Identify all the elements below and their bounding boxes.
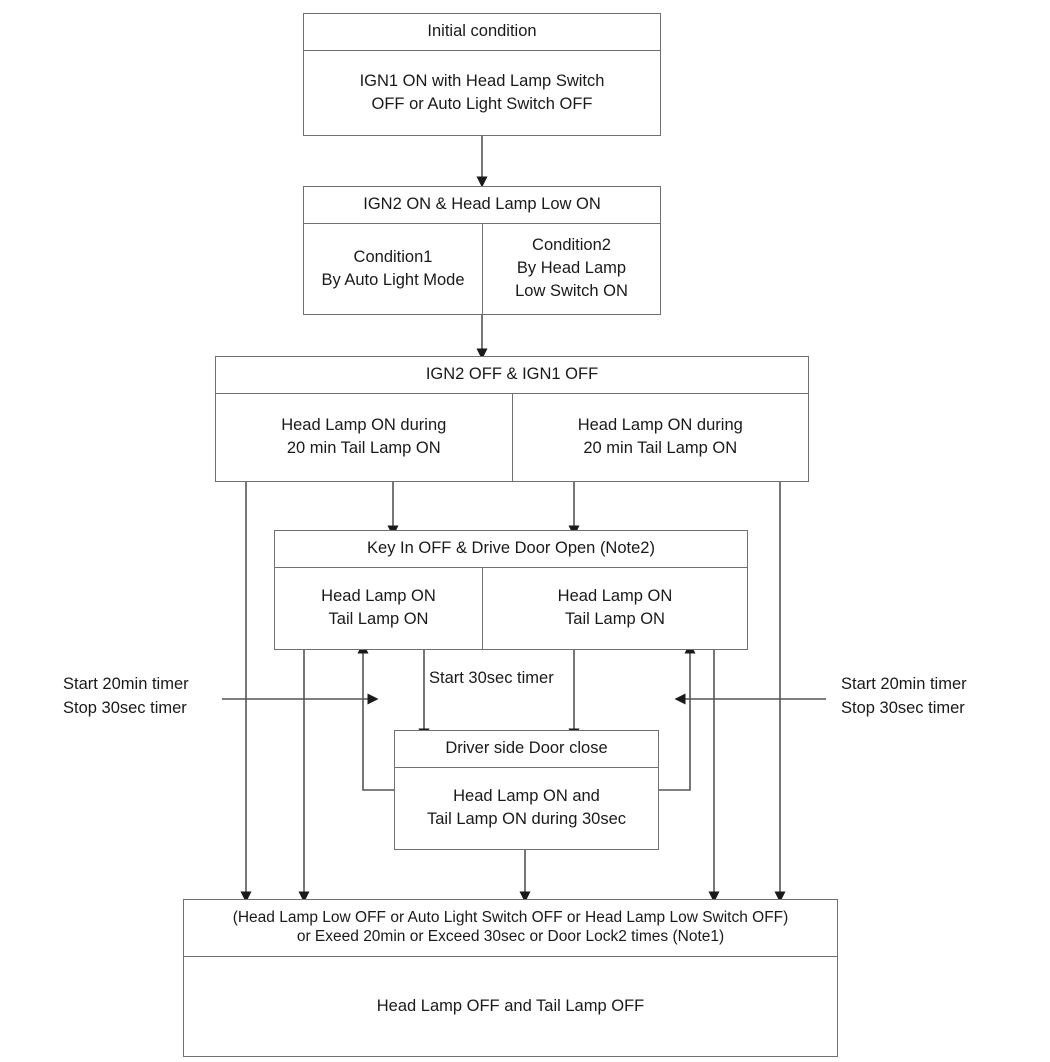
node-initial-condition-body: IGN1 ON with Head Lamp Switch OFF or Aut…: [304, 51, 660, 135]
node-initial-condition-header: Initial condition: [304, 14, 660, 51]
edge-doorclose-return-left: [357, 642, 394, 791]
node-lamps-off-cell-1: Head Lamp OFF and Tail Lamp OFF: [376, 996, 645, 1015]
node-ign2-on-body: Condition1 By Auto Light Mode Condition2…: [304, 223, 660, 314]
node-door-close-header: Driver side Door close: [395, 731, 658, 768]
node-lamps-off[interactable]: (Head Lamp Low OFF or Auto Light Switch …: [183, 899, 838, 1057]
node-ign2-on-cell-condition1: Condition1 By Auto Light Mode: [321, 247, 465, 289]
node-key-in-off-header: Key In OFF & Drive Door Open (Note2): [275, 531, 747, 568]
label-start-30sec-timer: Start 30sec timer: [427, 668, 556, 690]
node-ign2-on[interactable]: IGN2 ON & Head Lamp Low ON Condition1 By…: [303, 186, 661, 315]
node-ign2-off-header: IGN2 OFF & IGN1 OFF: [216, 357, 808, 394]
node-initial-condition-cell-1: IGN1 ON with Head Lamp Switch OFF or Aut…: [359, 71, 605, 113]
node-ign2-off-cell-left: Head Lamp ON during 20 min Tail Lamp ON: [281, 416, 447, 458]
node-door-close-cell-1: Head Lamp ON and Tail Lamp ON during 30s…: [426, 787, 626, 829]
node-ign2-off-body: Head Lamp ON during 20 min Tail Lamp ON …: [216, 393, 809, 481]
node-door-close[interactable]: Driver side Door close Head Lamp ON and …: [394, 730, 659, 850]
node-initial-condition[interactable]: Initial condition IGN1 ON with Head Lamp…: [303, 13, 661, 136]
node-lamps-off-body: Head Lamp OFF and Tail Lamp OFF: [184, 957, 837, 1056]
node-ign2-off[interactable]: IGN2 OFF & IGN1 OFF Head Lamp ON during …: [215, 356, 809, 482]
label-left-timer: Start 20min timer Stop 30sec timer: [63, 675, 189, 717]
node-ign2-on-header: IGN2 ON & Head Lamp Low ON: [304, 187, 660, 224]
node-key-in-off-cell-left: Head Lamp ON Tail Lamp ON: [321, 587, 436, 629]
node-ign2-on-cell-condition2: Condition2 By Head Lamp Low Switch ON: [482, 223, 660, 314]
node-lamps-off-header: (Head Lamp Low OFF or Auto Light Switch …: [184, 900, 837, 957]
node-door-close-body: Head Lamp ON and Tail Lamp ON during 30s…: [395, 768, 658, 849]
node-key-in-off[interactable]: Key In OFF & Drive Door Open (Note2) Hea…: [274, 530, 748, 650]
node-ign2-off-cell-right: Head Lamp ON during 20 min Tail Lamp ON: [511, 393, 809, 481]
node-key-in-off-cell-right: Head Lamp ON Tail Lamp ON: [482, 567, 747, 649]
edge-doorclose-return-right: [658, 642, 696, 791]
node-key-in-off-body: Head Lamp ON Tail Lamp ON Head Lamp ON T…: [275, 567, 747, 649]
label-right-timer: Start 20min timer Stop 30sec timer: [841, 675, 967, 717]
